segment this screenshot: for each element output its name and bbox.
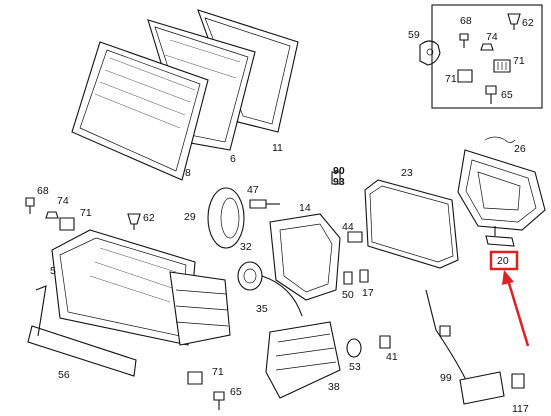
headlamp-glass-8 — [71, 41, 209, 181]
label-71: 71 — [80, 207, 92, 219]
label-90: 90 — [333, 165, 345, 177]
label-38: 38 — [328, 381, 340, 393]
label-68: 68 — [37, 185, 49, 197]
fog-lamp-housing-20 — [457, 136, 546, 247]
fasteners-left — [25, 197, 141, 231]
label-26: 26 — [514, 143, 526, 155]
label-65-bottom: 65 — [230, 386, 242, 398]
label-62-inset: 62 — [522, 17, 534, 29]
label-71-bottom: 71 — [212, 366, 224, 378]
label-53: 53 — [349, 361, 361, 373]
side-marker-99 — [425, 289, 525, 405]
label-99: 99 — [440, 372, 452, 384]
reflector-29 — [207, 187, 280, 249]
label-41: 41 — [386, 351, 398, 363]
bulb-53 — [346, 335, 391, 358]
label-32: 32 — [240, 241, 252, 253]
label-74-inset: 74 — [486, 31, 498, 43]
label-50: 50 — [342, 289, 354, 301]
fastener-kit-inset — [419, 4, 543, 109]
label-5: 5 — [50, 265, 56, 277]
label-71-inset-left: 71 — [445, 73, 457, 85]
label-62: 62 — [143, 212, 155, 224]
turn-signal-lens-38 — [265, 321, 341, 399]
label-71-inset-right: 71 — [513, 55, 525, 67]
label-17: 17 — [362, 287, 374, 299]
label-68-inset: 68 — [460, 15, 472, 27]
label-74: 74 — [57, 195, 69, 207]
label-56: 56 — [58, 369, 70, 381]
label-20: 20 — [497, 255, 509, 267]
headlamp-assembly-5 — [51, 229, 231, 346]
label-23: 23 — [401, 167, 413, 179]
label-47: 47 — [247, 184, 259, 196]
label-93: 93 — [333, 176, 345, 188]
label-65-inset: 65 — [501, 89, 513, 101]
lamp-socket-32 — [237, 261, 303, 317]
fasteners-bottom — [187, 371, 225, 410]
highlight-box — [489, 250, 519, 271]
label-11: 11 — [272, 142, 283, 154]
label-6: 6 — [230, 153, 236, 165]
trim-strip-56 — [27, 285, 137, 377]
label-8: 8 — [185, 167, 191, 179]
headlamp-insert-14 — [269, 213, 341, 301]
callout-labels: 59 68 74 62 71 71 65 11 6 8 26 90 93 23 … — [37, 15, 534, 415]
highlight-arrow — [502, 270, 530, 347]
label-44: 44 — [342, 221, 354, 233]
label-59: 59 — [408, 29, 420, 41]
label-29: 29 — [184, 211, 196, 223]
gasket-23 — [364, 179, 459, 269]
label-35: 35 — [256, 303, 268, 315]
label-117: 117 — [512, 403, 529, 415]
label-14: 14 — [299, 202, 311, 214]
bulbs-right — [331, 171, 369, 285]
